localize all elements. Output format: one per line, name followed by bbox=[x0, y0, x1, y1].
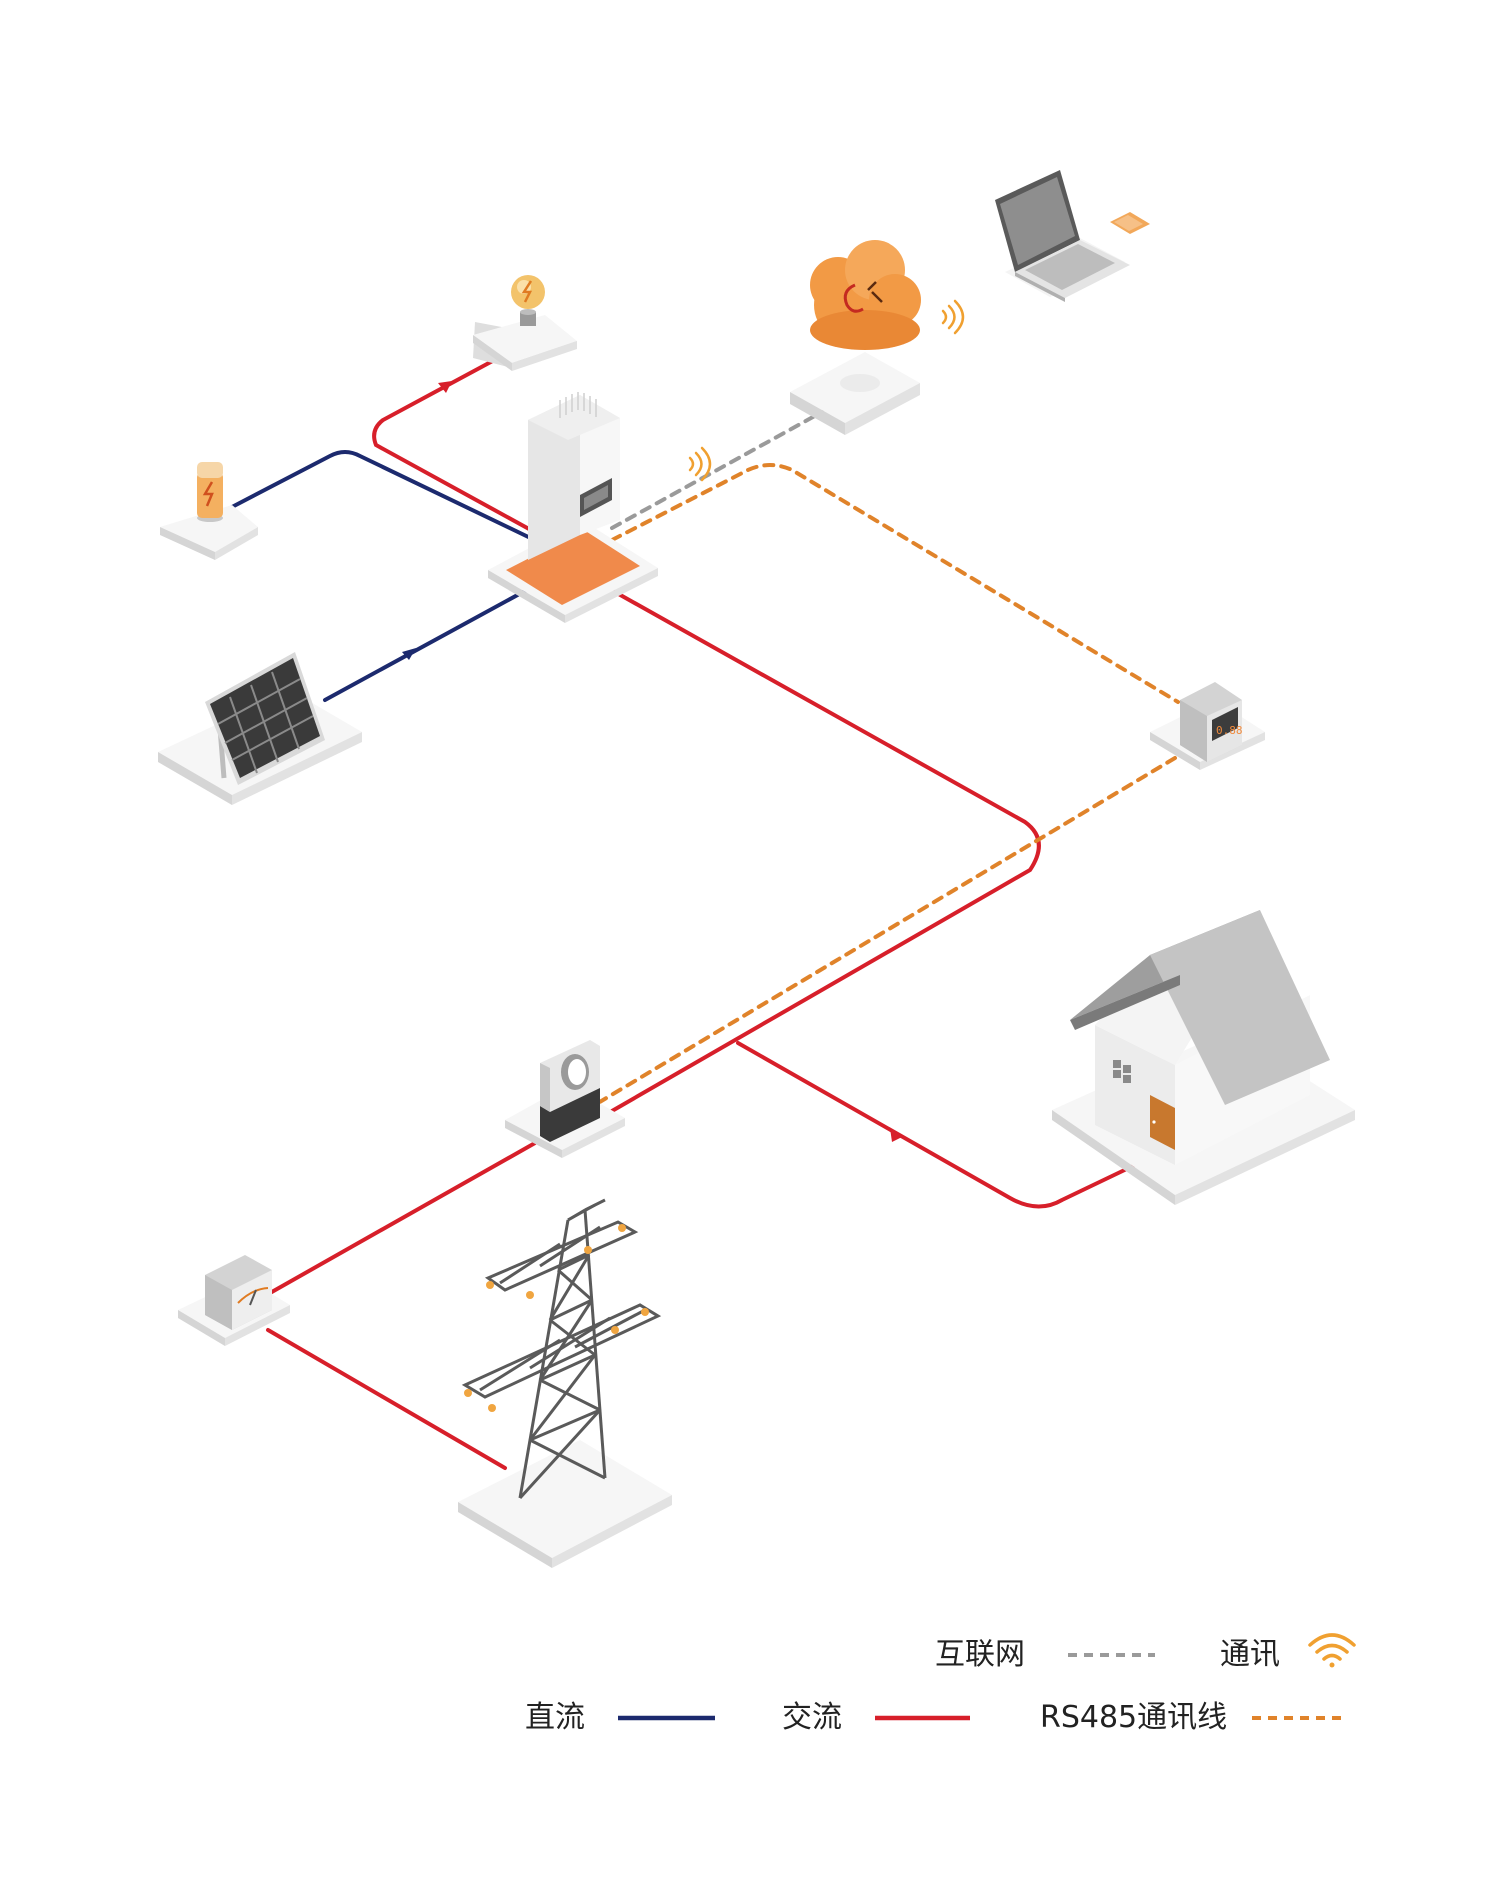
legend-ac: 交流 bbox=[782, 1700, 970, 1735]
wifi-icon bbox=[1308, 1633, 1356, 1668]
smart-meter-icon: 0.88 bbox=[1180, 682, 1243, 762]
transmission-tower-icon bbox=[461, 1198, 662, 1500]
router-platform bbox=[790, 352, 920, 435]
rs485-line-meter bbox=[610, 463, 1180, 704]
tower-platform bbox=[458, 1440, 672, 1568]
dc-line-battery bbox=[230, 450, 547, 547]
rs485-line-ct bbox=[596, 756, 1177, 1105]
arrow-dc-solar bbox=[402, 648, 416, 660]
insulators bbox=[464, 1224, 649, 1412]
laptop-icon bbox=[995, 170, 1130, 302]
legend-ac-label: 交流 bbox=[782, 1700, 842, 1735]
inverter-platform bbox=[488, 520, 658, 623]
current-transformer-icon bbox=[540, 1040, 600, 1142]
arrow-ac-house bbox=[890, 1128, 904, 1142]
svg-text:0.88: 0.88 bbox=[1216, 724, 1243, 737]
legend: 互联网 通讯 直流 交流 RS485通讯线 bbox=[525, 1633, 1356, 1735]
battery-platform bbox=[160, 505, 258, 560]
grid-meter-icon bbox=[205, 1255, 272, 1330]
wireless-signal-cloud bbox=[941, 299, 965, 335]
bulb-platform bbox=[473, 315, 577, 371]
arrow-ac-bulb bbox=[438, 381, 452, 393]
legend-internet: 互联网 bbox=[935, 1637, 1155, 1672]
dc-line-solar bbox=[323, 578, 547, 702]
legend-dc-label: 直流 bbox=[525, 1700, 585, 1735]
house-icon bbox=[1070, 910, 1330, 1165]
legend-rs485: RS485通讯线 bbox=[1040, 1700, 1345, 1735]
ac-line-house bbox=[736, 1041, 1137, 1209]
flow-arrows bbox=[402, 381, 904, 1142]
battery-icon bbox=[197, 462, 223, 522]
cloud-icon bbox=[810, 240, 921, 350]
legend-dc: 直流 bbox=[525, 1700, 715, 1735]
solar-panel-icon bbox=[205, 652, 325, 785]
legend-internet-label: 互联网 bbox=[935, 1637, 1025, 1672]
legend-rs485-label: RS485通讯线 bbox=[1040, 1700, 1227, 1735]
phone-icon bbox=[1110, 212, 1150, 234]
ac-line-meter-tower bbox=[266, 1328, 507, 1470]
legend-communication-label: 通讯 bbox=[1220, 1637, 1280, 1672]
connection-lines bbox=[230, 355, 1180, 1470]
wireless-signal-inverter bbox=[688, 446, 712, 482]
internet-line bbox=[610, 410, 824, 530]
ac-line-bulb bbox=[372, 355, 542, 537]
legend-communication: 通讯 bbox=[1220, 1633, 1356, 1672]
ac-line-ct-meter bbox=[268, 1141, 537, 1295]
ac-line-inverter-ct bbox=[603, 590, 1041, 1117]
lightbulb-icon bbox=[511, 275, 545, 326]
inverter-icon bbox=[528, 392, 620, 560]
